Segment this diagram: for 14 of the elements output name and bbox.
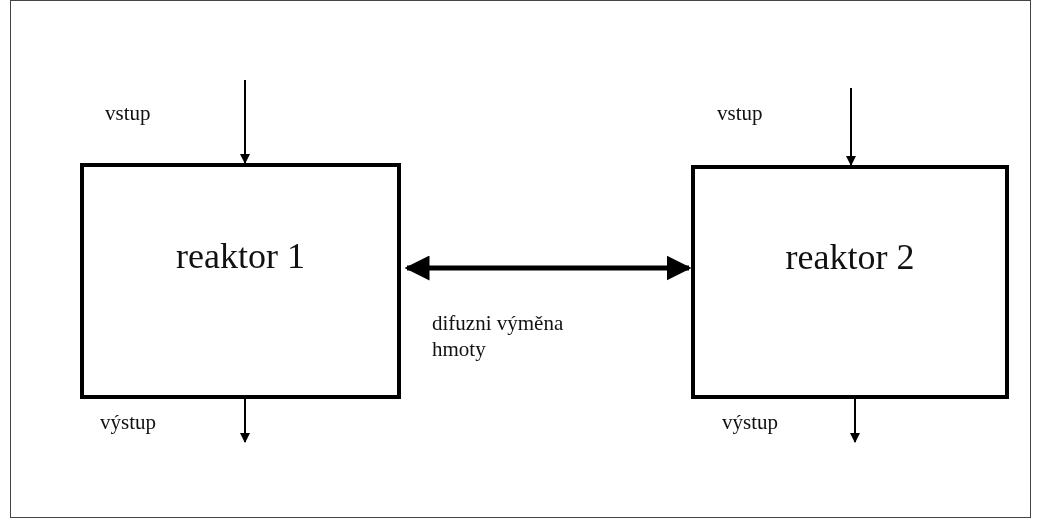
edge-label: výstup — [722, 409, 778, 435]
reactor-label: reaktor 2 — [785, 236, 915, 279]
edge-label: difuzni výměna hmoty — [432, 310, 565, 362]
reactor-label: reaktor 1 — [176, 235, 305, 278]
arrow — [850, 398, 860, 443]
reactor-box — [80, 163, 401, 399]
edge-label: vstup — [717, 100, 763, 126]
reactor-box — [691, 165, 1009, 399]
edge-label: vstup — [105, 100, 151, 126]
arrow — [846, 87, 856, 166]
arrow — [240, 398, 250, 443]
edge-label: výstup — [100, 409, 156, 435]
arrow — [240, 79, 250, 164]
double-arrow — [404, 255, 692, 281]
